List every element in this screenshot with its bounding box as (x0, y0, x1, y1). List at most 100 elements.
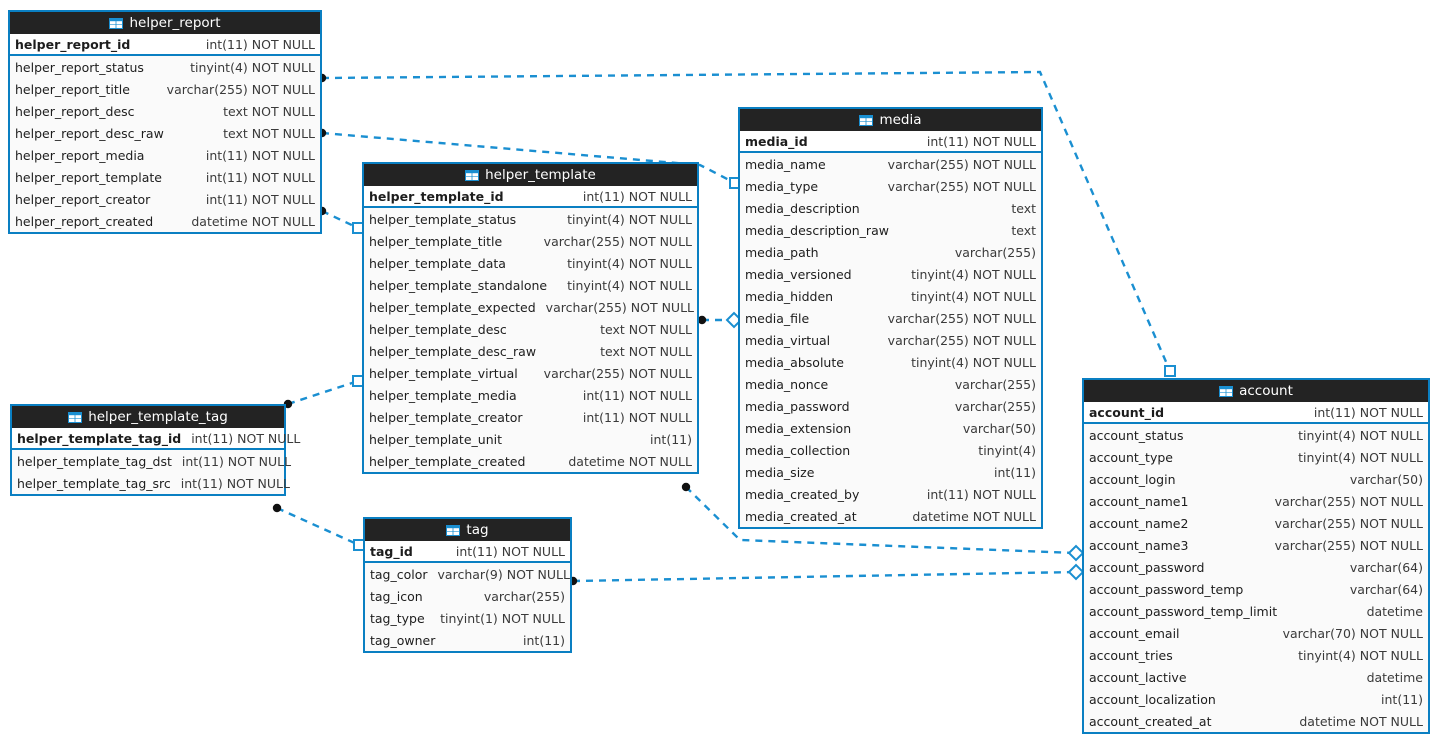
column-name: media_created_at (745, 508, 857, 524)
column-type: tinyint(4) NOT NULL (567, 277, 692, 293)
column-type: varchar(255) (954, 376, 1036, 392)
column-type: varchar(9) NOT NULL (437, 567, 570, 582)
column-name: account_name1 (1089, 493, 1189, 509)
column-type: varchar(64) (1349, 559, 1423, 575)
column-type: text (1011, 222, 1036, 238)
table-name: helper_template (485, 167, 596, 183)
column-name: helper_template_status (369, 212, 517, 227)
column-type: varchar(255) (954, 244, 1036, 260)
column-type: varchar(255) NOT NULL (543, 365, 692, 381)
column-name: media_absolute (745, 354, 844, 370)
column-type: varchar(50) (1349, 471, 1423, 487)
column-type: tinyint(1) NOT NULL (440, 610, 565, 626)
table-name: media (879, 112, 922, 128)
column-type: int(11) (1381, 691, 1423, 707)
column-type: int(11) (523, 632, 565, 648)
relation-line-tag-to-account (572, 570, 1077, 583)
column-name: media_description (745, 200, 860, 216)
column-name: media_password (745, 398, 850, 414)
column-name: account_password_temp_limit (1089, 603, 1278, 619)
relation-target-diamond (1067, 544, 1085, 562)
column-name: helper_template_unit (369, 431, 502, 447)
column-type: int(11) NOT NULL (455, 543, 565, 559)
table-header-helper_template: helper_template (364, 164, 697, 186)
column-name: helper_template_tag_id (17, 430, 182, 446)
column-name: tag_icon (370, 588, 423, 604)
column-name: helper_report_created (15, 213, 154, 229)
